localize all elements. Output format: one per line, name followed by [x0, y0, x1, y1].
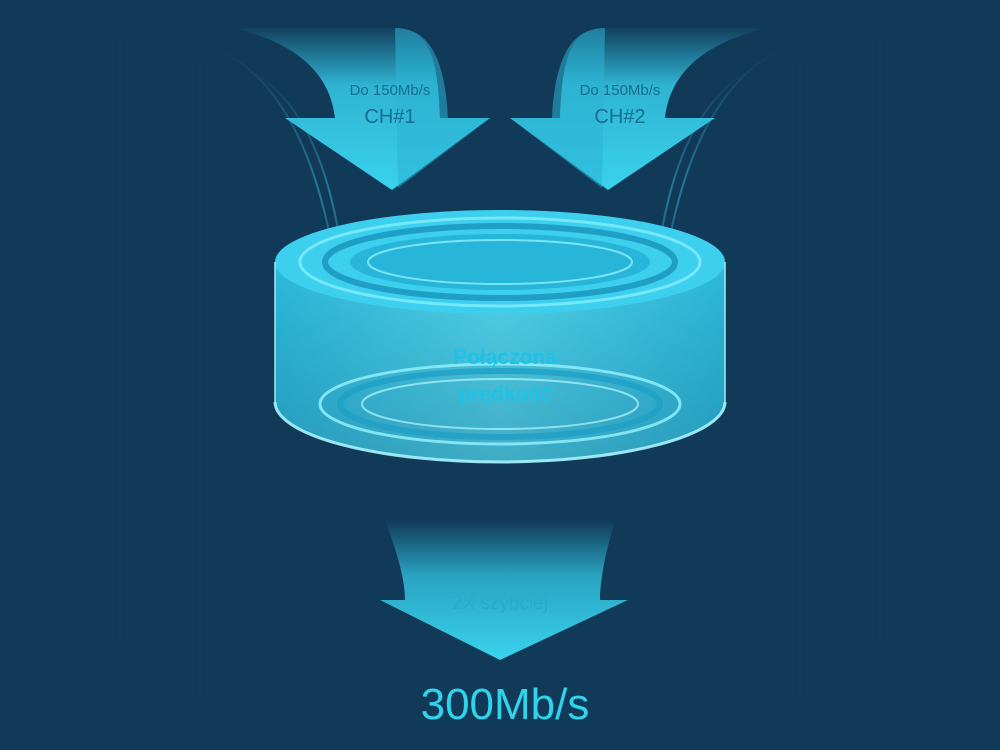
channel-1-speed: Do 150Mb/s	[349, 82, 431, 99]
channel-1-name: CH#1	[364, 106, 416, 128]
background-streaks	[119, 40, 881, 700]
combined-speed-label: Połączona prędkość	[355, 339, 655, 413]
multiplier-label: 2X szybciej	[451, 593, 549, 614]
arrow-down-icon	[510, 28, 765, 190]
channel-2-name: CH#2	[594, 106, 646, 128]
arrow-down-icon	[235, 28, 490, 190]
arrow-down-icon	[380, 520, 628, 660]
combined-speed-line-1: Połączona	[453, 346, 557, 369]
result-speed: 300Mb/s	[420, 680, 590, 729]
combined-speed-line-2: prędkość	[458, 383, 552, 406]
cylinder-ring-icon	[273, 210, 727, 464]
channel-2-speed: Do 150Mb/s	[579, 82, 661, 99]
